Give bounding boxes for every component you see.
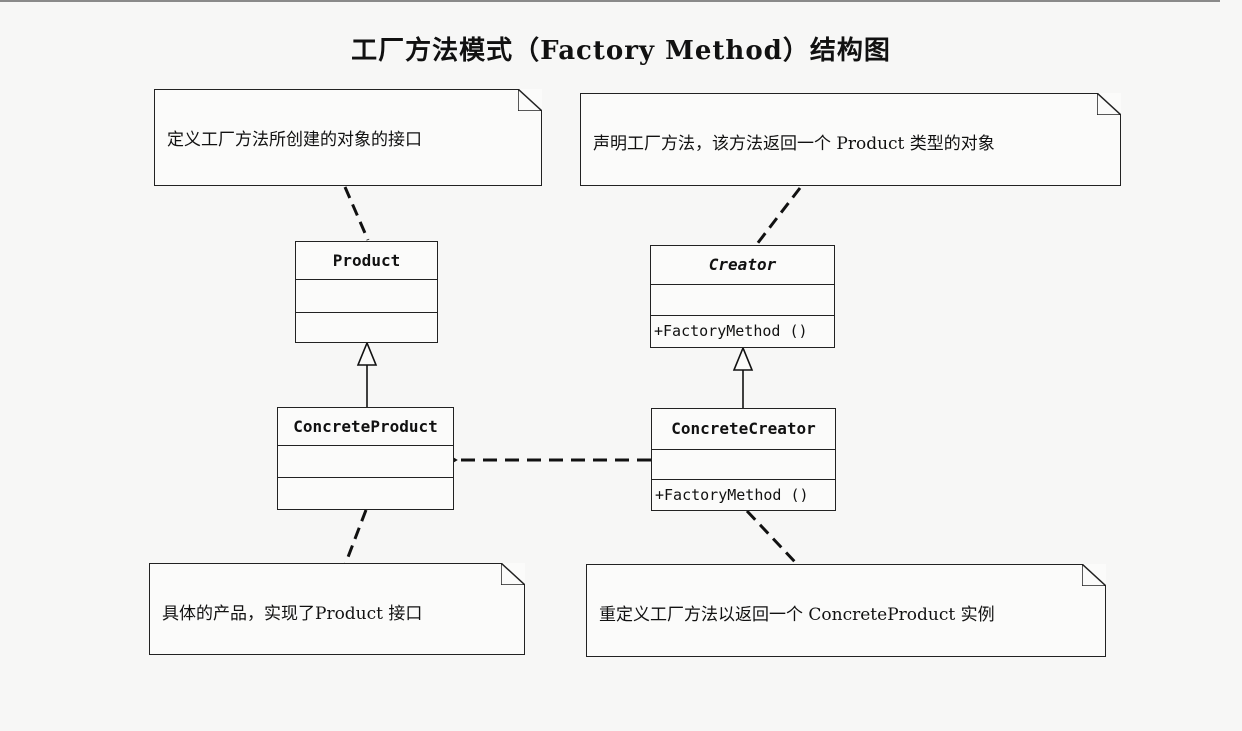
note-fold-corner: [501, 563, 525, 585]
product-attributes-compartment: [296, 279, 437, 312]
concrete-product-note-anchor: [343, 509, 368, 566]
note-fold-corner: [1082, 564, 1106, 586]
concrete-product-class: ConcreteProduct: [277, 407, 454, 510]
concrete-creator-note-anchor: [745, 509, 798, 565]
creator-class: Creator +FactoryMethod (): [650, 245, 835, 348]
concrete-product-attributes-compartment: [278, 445, 453, 477]
creator-factory-method: +FactoryMethod (): [651, 315, 834, 347]
product-inheritance-arrowhead: [356, 340, 378, 366]
creator-note-anchor: [755, 187, 802, 245]
concrete-product-note: 具体的产品，实现了Product 接口: [149, 563, 525, 655]
concrete-creator-attributes-compartment: [652, 449, 835, 479]
product-class: Product: [295, 241, 438, 343]
concrete-creator-class: ConcreteCreator +FactoryMethod (): [651, 408, 836, 511]
concrete-creator-class-name: ConcreteCreator: [671, 419, 816, 438]
concrete-creator-note: 重定义工厂方法以返回一个 ConcreteProduct 实例: [586, 564, 1106, 657]
creator-note: 声明工厂方法，该方法返回一个 Product 类型的对象: [580, 93, 1121, 186]
diagram-title: 工厂方法模式（Factory Method）结构图: [351, 36, 891, 66]
top-border-line: [0, 0, 1220, 2]
product-note-text: 定义工厂方法所创建的对象的接口: [167, 130, 422, 150]
creator-note-text: 声明工厂方法，该方法返回一个 Product 类型的对象: [593, 134, 995, 154]
creator-inheritance-arrowhead: [732, 345, 754, 371]
creator-attributes-compartment: [651, 284, 834, 315]
concrete-product-note-text: 具体的产品，实现了Product 接口: [162, 604, 423, 624]
note-fold-corner: [1097, 93, 1121, 115]
concrete-product-class-name: ConcreteProduct: [293, 417, 438, 436]
concrete-creator-note-text: 重定义工厂方法以返回一个 ConcreteProduct 实例: [599, 605, 995, 625]
note-fold-corner: [518, 89, 542, 111]
concrete-product-operations-compartment: [278, 477, 453, 509]
product-note: 定义工厂方法所创建的对象的接口: [154, 89, 542, 186]
product-note-anchor: [343, 186, 370, 241]
product-class-name: Product: [332, 251, 401, 270]
concrete-creator-factory-method: +FactoryMethod (): [652, 479, 835, 510]
creator-class-name: Creator: [708, 255, 777, 274]
product-operations-compartment: [296, 312, 437, 342]
